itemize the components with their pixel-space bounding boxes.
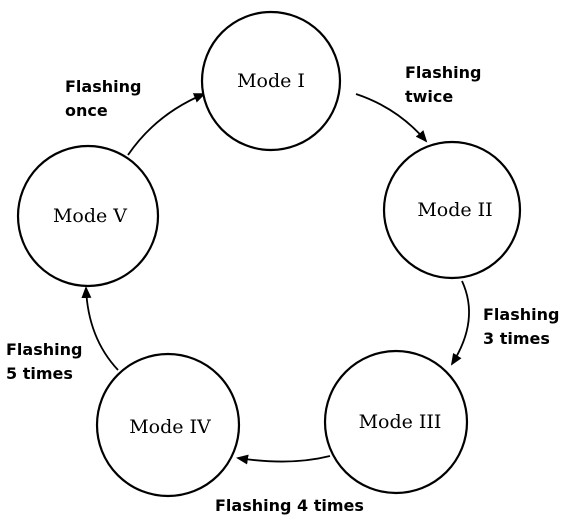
edge-label-mode-5-to-mode-1: Flashing once (65, 77, 141, 120)
edge-label-mode-4-to-mode-5: Flashing 5 times (6, 340, 82, 383)
edge-label-line: 5 times (6, 364, 73, 383)
edge-label-line: 3 times (483, 329, 550, 348)
edge-label-mode-2-to-mode-3: Flashing 3 times (483, 305, 559, 348)
node-label: Mode II (417, 199, 492, 221)
arrow-mode-2-to-mode-3 (450, 280, 470, 366)
edge-label-line: Flashing (6, 340, 82, 359)
edge-label-line: Flashing 4 times (215, 496, 364, 515)
edge-label-mode-3-to-mode-4: Flashing 4 times (215, 496, 364, 515)
arrow-mode-1-to-mode-2 (355, 93, 428, 143)
edge-label-line: Flashing (483, 305, 559, 324)
node-circle (323, 349, 469, 495)
node-label: Mode I (237, 70, 305, 92)
node-label: Mode III (359, 411, 442, 433)
arrow-mode-5-to-mode-1 (127, 93, 206, 156)
node-mode-4: Mode IV (95, 352, 241, 498)
edge-label-line: once (65, 101, 108, 120)
node-circle (16, 144, 160, 288)
edge-label-mode-1-to-mode-2: Flashing twice (405, 63, 481, 106)
edge-label-line: Flashing (405, 63, 481, 82)
node-mode-2: Mode II (382, 140, 522, 280)
node-mode-3: Mode III (323, 349, 469, 495)
node-label: Mode IV (129, 416, 211, 438)
arrow-mode-4-to-mode-5 (81, 286, 119, 371)
node-circle (382, 140, 522, 280)
arrow-mode-3-to-mode-4 (236, 454, 331, 465)
node-label: Mode V (53, 205, 127, 227)
edge-label-line: Flashing (65, 77, 141, 96)
edges-group (81, 93, 470, 465)
node-circle (200, 10, 342, 152)
node-circle (95, 352, 241, 498)
node-mode-5: Mode V (16, 144, 160, 288)
node-mode-1: Mode I (200, 10, 342, 152)
edge-label-line: twice (405, 87, 453, 106)
